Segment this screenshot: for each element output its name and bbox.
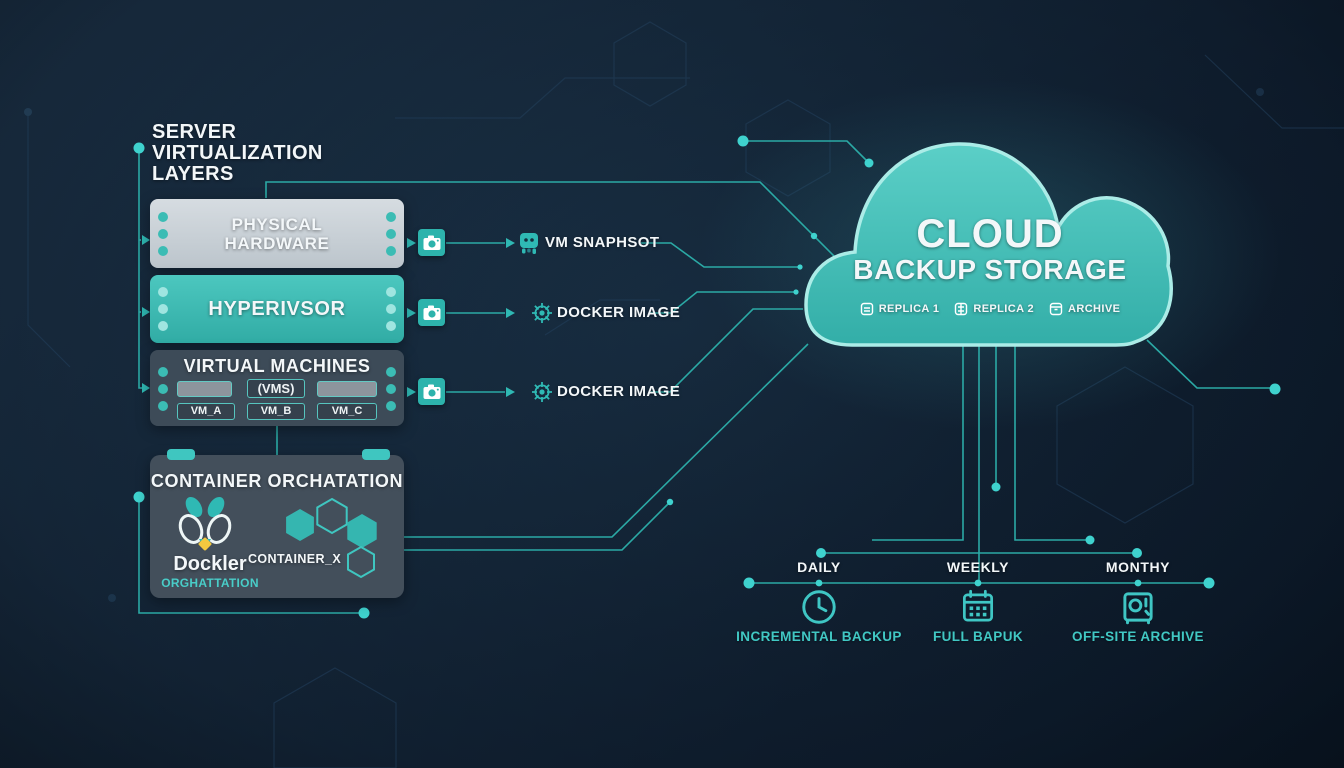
replica-row: REPLICA 1 REPLICA 2 ARCHIVE (838, 302, 1142, 316)
archive-box-icon (1049, 302, 1063, 316)
container-orchestration-title: CONTAINER ORCHATATION (150, 471, 404, 491)
replica-1-label: REPLICA 1 (878, 303, 940, 315)
schedule-monthly-label: MONTHY (1105, 559, 1171, 575)
dockler-logo-subtitle: ORGHATTATION (161, 576, 259, 590)
vm-snapshot-label: VM SNAPHSOT (545, 234, 660, 251)
dockler-logo-name: Dockler (173, 553, 247, 575)
connector-dot (386, 401, 396, 411)
dockler-logo-and-hexagons (178, 496, 377, 579)
connector-dot (158, 321, 168, 331)
connector-dot (158, 384, 168, 394)
connector-dot (158, 304, 168, 314)
cloud-title: CLOUD (916, 212, 1064, 256)
replica-server-icon (860, 302, 873, 316)
archive-label: ARCHIVE (1068, 303, 1121, 315)
full-backup-label: FULL BAPUK (933, 629, 1023, 644)
docker-image-label: DOCKER IMAGE (557, 383, 681, 400)
calendar-icon (888, 586, 1068, 628)
safe-icon (1048, 586, 1228, 628)
vms-label-chip: (VMS) (247, 379, 305, 398)
camera-icon (418, 378, 445, 405)
hypervisor-box: HYPERIVSOR (150, 275, 404, 343)
docker-wheel-icon (531, 302, 553, 324)
connector-dot (386, 367, 396, 377)
replica-2: REPLICA 2 (954, 302, 1034, 316)
cloud-shape (804, 142, 1173, 347)
connector-dot (158, 367, 168, 377)
hypervisor-label: HYPERIVSOR (208, 297, 346, 320)
docker-image-label: DOCKER IMAGE (557, 304, 681, 321)
archive: ARCHIVE (1049, 302, 1120, 316)
connector-dot (386, 287, 396, 297)
connector-dot (386, 229, 396, 239)
schedule-weekly-label: WEEKLY (946, 559, 1010, 575)
connector-dot (158, 401, 168, 411)
connector-dot (386, 321, 396, 331)
cloud-subtitle: BACKUP STORAGE (853, 254, 1127, 285)
camera-icon (418, 299, 445, 326)
connector-dot (386, 246, 396, 256)
vm-slot (177, 381, 232, 397)
connector-dot (386, 212, 396, 222)
replica-1: REPLICA 1 (860, 302, 940, 316)
arrowheads (142, 235, 515, 397)
physical-hardware-label: PHYSICAL HARDWARE (224, 214, 330, 253)
connector-dot (158, 287, 168, 297)
connector-dot (386, 384, 396, 394)
offsite-archive-label: OFF-SITE ARCHIVE (1072, 629, 1204, 644)
incremental-backup-label: INCREMENTAL BACKUP (736, 629, 902, 644)
docker-wheel-icon (531, 381, 553, 403)
vm-snapshot-icon (518, 231, 540, 255)
container-hexagons (286, 497, 377, 579)
virtual-machines-box: VIRTUAL MACHINES (VMS) VM_A VM_B VM_C (150, 350, 404, 426)
camera-icon (418, 229, 445, 256)
replica-2-label: REPLICA 2 (973, 303, 1034, 315)
clock-icon (729, 586, 909, 628)
box-tab (362, 449, 390, 460)
cloud-backup-storage: CLOUD BACKUP STORAGE REPLICA 1 REPLICA 2… (838, 213, 1142, 316)
connector-dot (158, 212, 168, 222)
vm-b-chip: VM_B (247, 403, 305, 420)
virtual-machines-title: VIRTUAL MACHINES (183, 356, 371, 376)
node-dots (133, 135, 1281, 619)
container-orchestration-box: CONTAINER ORCHATATION Dockler ORGHATTATI… (150, 449, 404, 598)
vm-slot (317, 381, 377, 397)
physical-hardware-box: PHYSICAL HARDWARE (150, 199, 404, 268)
box-tab (167, 449, 195, 460)
connector-dot (158, 229, 168, 239)
vm-c-chip: VM_C (317, 403, 377, 420)
container-x-label: CONTAINER_X (248, 552, 342, 566)
schedule-daily-label: DAILY (797, 559, 841, 575)
connector-dot (386, 304, 396, 314)
page-title: SERVER VIRTUALIZATION LAYERS (152, 121, 323, 185)
connector-dot (158, 246, 168, 256)
dockler-logo-icon (178, 496, 232, 551)
replica-server-icon (955, 302, 968, 316)
vm-a-chip: VM_A (177, 403, 235, 420)
